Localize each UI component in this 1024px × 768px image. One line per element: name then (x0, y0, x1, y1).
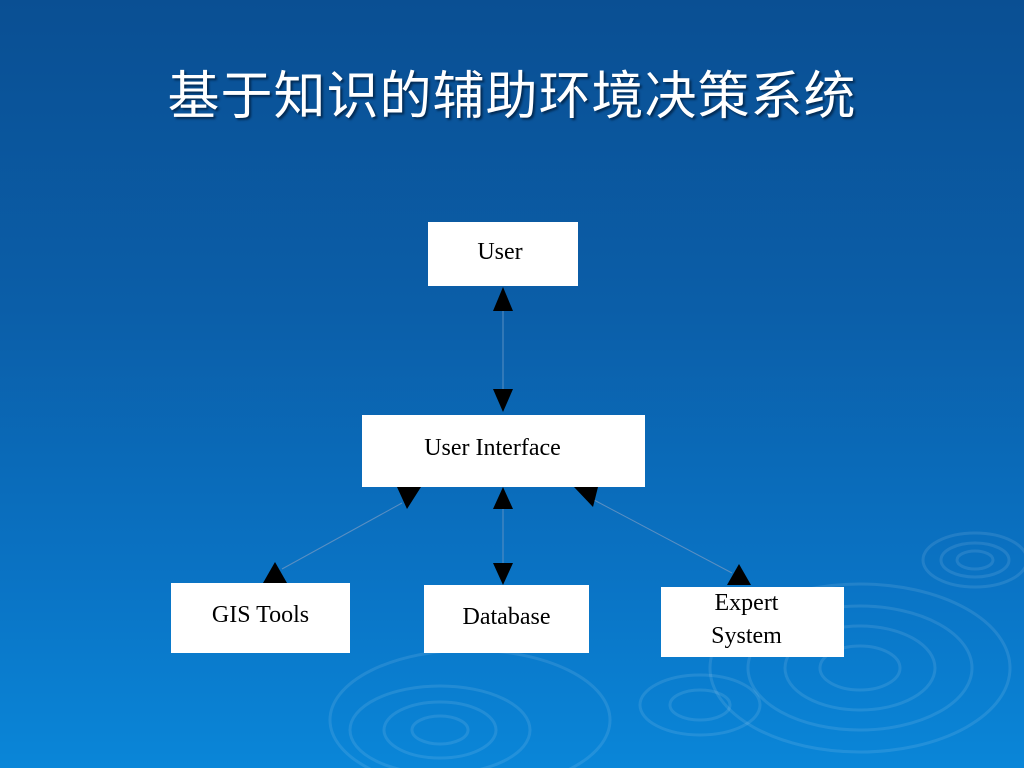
arrowhead-up-to-user (493, 287, 513, 311)
edge-ui-gis-line (281, 502, 403, 570)
slide-title: 基于知识的辅助环境决策系统 (167, 67, 857, 127)
arrowhead-to-database (493, 563, 513, 585)
arrowhead-to-ui-left (397, 487, 421, 509)
arrowhead-to-ui-center (493, 487, 513, 509)
arrowhead-to-expert (727, 564, 751, 585)
node-user-interface-label: User Interface (424, 435, 561, 461)
arrowhead-down-to-ui (493, 389, 513, 412)
arrowhead-to-gis (263, 562, 287, 583)
node-expert-system: Expert System (661, 587, 844, 657)
arrowhead-to-ui-right (574, 487, 598, 507)
node-gis-tools: GIS Tools (171, 583, 350, 653)
node-expert-system-label-line1: Expert (714, 590, 779, 616)
node-user: User (428, 222, 578, 286)
node-database-label: Database (462, 604, 551, 630)
node-user-label: User (477, 239, 523, 265)
edge-ui-expert-line (593, 499, 733, 574)
node-database: Database (424, 585, 589, 653)
node-expert-system-label-line2: System (711, 623, 782, 649)
node-gis-tools-label: GIS Tools (211, 602, 310, 628)
node-user-interface: User Interface (362, 415, 645, 487)
